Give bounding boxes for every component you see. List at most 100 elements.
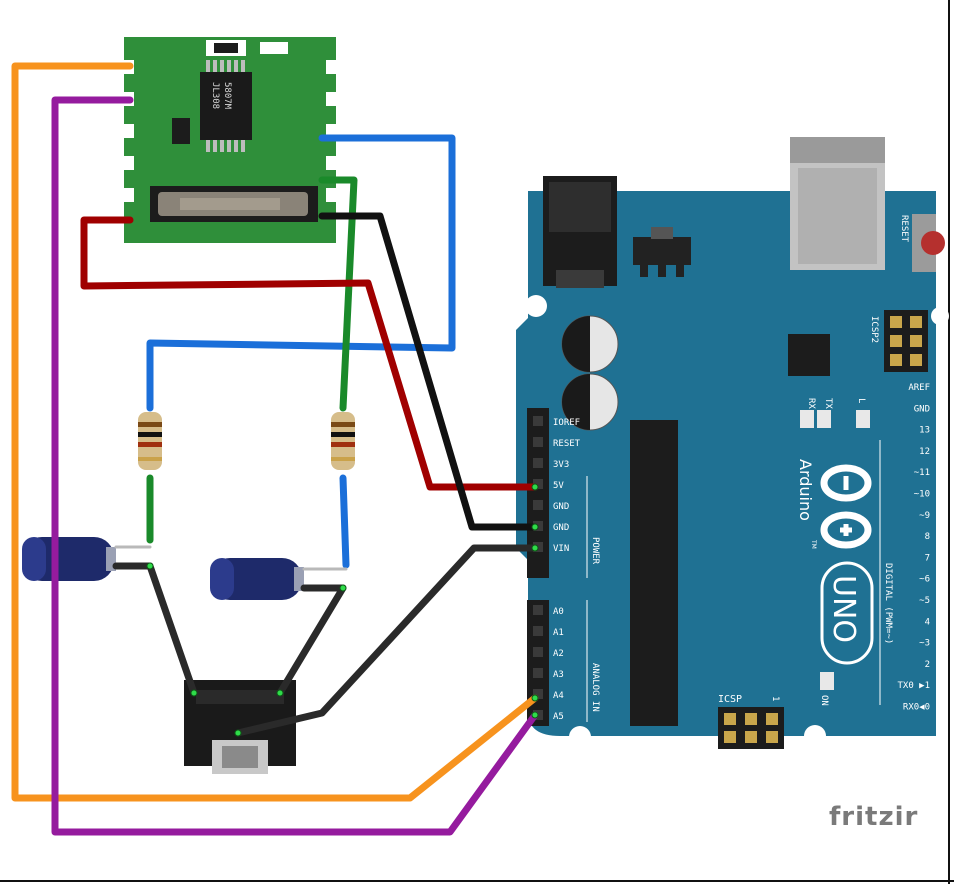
digital-pin-label: ~10 bbox=[914, 490, 930, 500]
digital-pin-label: 12 bbox=[919, 447, 930, 457]
power-pin-label: VIN bbox=[553, 544, 569, 554]
chip-marking-line1: 5807M bbox=[222, 82, 232, 110]
uno-model-text: UNO bbox=[826, 575, 861, 643]
power-section-label: POWER bbox=[590, 537, 600, 565]
digital-pin-label: ~11 bbox=[914, 468, 930, 478]
wire-blue bbox=[146, 134, 456, 412]
digital-pin-label: TX0 ▶1 bbox=[897, 681, 930, 691]
analog-header bbox=[527, 600, 549, 726]
icsp-header bbox=[718, 707, 784, 749]
wire-black-left-cap bbox=[112, 562, 198, 697]
electrolytic-capacitor bbox=[22, 537, 116, 581]
atmega-chip bbox=[630, 420, 678, 726]
analog-pin-label: A0 bbox=[553, 607, 564, 617]
mounting-hole bbox=[804, 725, 826, 747]
icsp2-label: ICSP2 bbox=[869, 316, 879, 343]
smd-component bbox=[172, 118, 190, 144]
analog-section-label: ANALOG IN bbox=[590, 663, 600, 712]
smd-component bbox=[260, 42, 288, 54]
dc-power-jack bbox=[543, 176, 617, 288]
fm-chip bbox=[200, 60, 252, 152]
analog-pin bbox=[533, 668, 543, 678]
connection-dot bbox=[146, 562, 154, 570]
connection-dot bbox=[339, 584, 347, 592]
fritzing-watermark: fritzir bbox=[829, 802, 918, 832]
connection-dot bbox=[190, 689, 198, 697]
wire-green bbox=[318, 176, 358, 412]
analog-pin-label: A4 bbox=[553, 691, 564, 701]
digital-pin-label: ~3 bbox=[919, 639, 930, 649]
wire-black bbox=[318, 212, 539, 531]
on-led bbox=[820, 672, 834, 690]
digital-pin-label: 4 bbox=[925, 617, 930, 627]
crystal-oscillator bbox=[150, 186, 318, 222]
fm-radio-module: 5807M JL308 bbox=[124, 37, 336, 243]
analog-pin bbox=[533, 605, 543, 615]
connection-dot bbox=[531, 544, 539, 552]
icsp2-header bbox=[884, 310, 928, 372]
power-pin-label: 5V bbox=[553, 481, 564, 491]
chip-marking-line2: JL308 bbox=[210, 82, 220, 109]
connection-dot bbox=[531, 694, 539, 702]
arduino-logo bbox=[820, 464, 872, 549]
resistor bbox=[331, 412, 355, 470]
wire-black-right-cap bbox=[276, 584, 347, 697]
mounting-hole bbox=[525, 295, 547, 317]
power-pin bbox=[533, 500, 543, 510]
digital-header-label: DIGITAL (PWM=~) bbox=[883, 563, 893, 644]
power-pin-label: 3V3 bbox=[553, 460, 569, 470]
wire-black-gnd bbox=[234, 544, 539, 737]
usb-connector bbox=[790, 137, 885, 270]
mounting-hole bbox=[569, 726, 591, 748]
analog-pin bbox=[533, 689, 543, 699]
connection-dot bbox=[276, 689, 284, 697]
digital-pin-label: GND bbox=[914, 404, 930, 414]
power-pin-label: GND bbox=[553, 502, 569, 512]
power-header bbox=[527, 408, 549, 578]
power-pin-label: IOREF bbox=[553, 418, 580, 428]
digital-pin-label: ~6 bbox=[919, 575, 930, 585]
tx-label: TX bbox=[823, 398, 833, 409]
wire-purple bbox=[51, 96, 539, 836]
connection-dot bbox=[531, 523, 539, 531]
analog-pin-label: A5 bbox=[553, 712, 564, 722]
uno-logo bbox=[820, 561, 874, 665]
board-capacitor bbox=[561, 373, 619, 431]
digital-pin-label: ~5 bbox=[919, 596, 930, 606]
smd-component bbox=[214, 43, 238, 53]
reset-label: RESET bbox=[899, 215, 909, 243]
electrolytic-capacitor bbox=[210, 558, 304, 600]
arduino-uno-board: RESET TX RX L ON ICSP bbox=[516, 137, 949, 749]
connection-dot bbox=[531, 483, 539, 491]
on-label: ON bbox=[819, 695, 829, 706]
digital-pin-label: ~9 bbox=[919, 511, 930, 521]
wire-blue-lower bbox=[339, 474, 350, 569]
digital-pin-label: RX0◀0 bbox=[903, 703, 930, 713]
digital-pin-label: 8 bbox=[925, 532, 930, 542]
l-led bbox=[856, 410, 870, 428]
power-pin bbox=[533, 437, 543, 447]
reset-button[interactable] bbox=[912, 214, 945, 272]
power-pin bbox=[533, 458, 543, 468]
icsp-label: ICSP bbox=[718, 694, 742, 705]
power-pin bbox=[533, 479, 543, 489]
digital-pin-label: 7 bbox=[925, 553, 930, 563]
analog-pin-label: A2 bbox=[553, 649, 564, 659]
l-label: L bbox=[856, 398, 866, 403]
wire-orange bbox=[11, 62, 539, 802]
usb-interface-chip bbox=[788, 334, 830, 376]
rx-label: RX bbox=[806, 398, 816, 409]
tx-led bbox=[817, 410, 831, 428]
board-capacitor bbox=[561, 315, 619, 373]
wire-red bbox=[80, 216, 539, 491]
resistor bbox=[138, 412, 162, 470]
voltage-regulator bbox=[633, 227, 691, 277]
digital-pin-label: 2 bbox=[925, 660, 930, 670]
analog-pin bbox=[533, 626, 543, 636]
digital-pin-label: AREF bbox=[908, 383, 930, 393]
power-pin bbox=[533, 416, 543, 426]
